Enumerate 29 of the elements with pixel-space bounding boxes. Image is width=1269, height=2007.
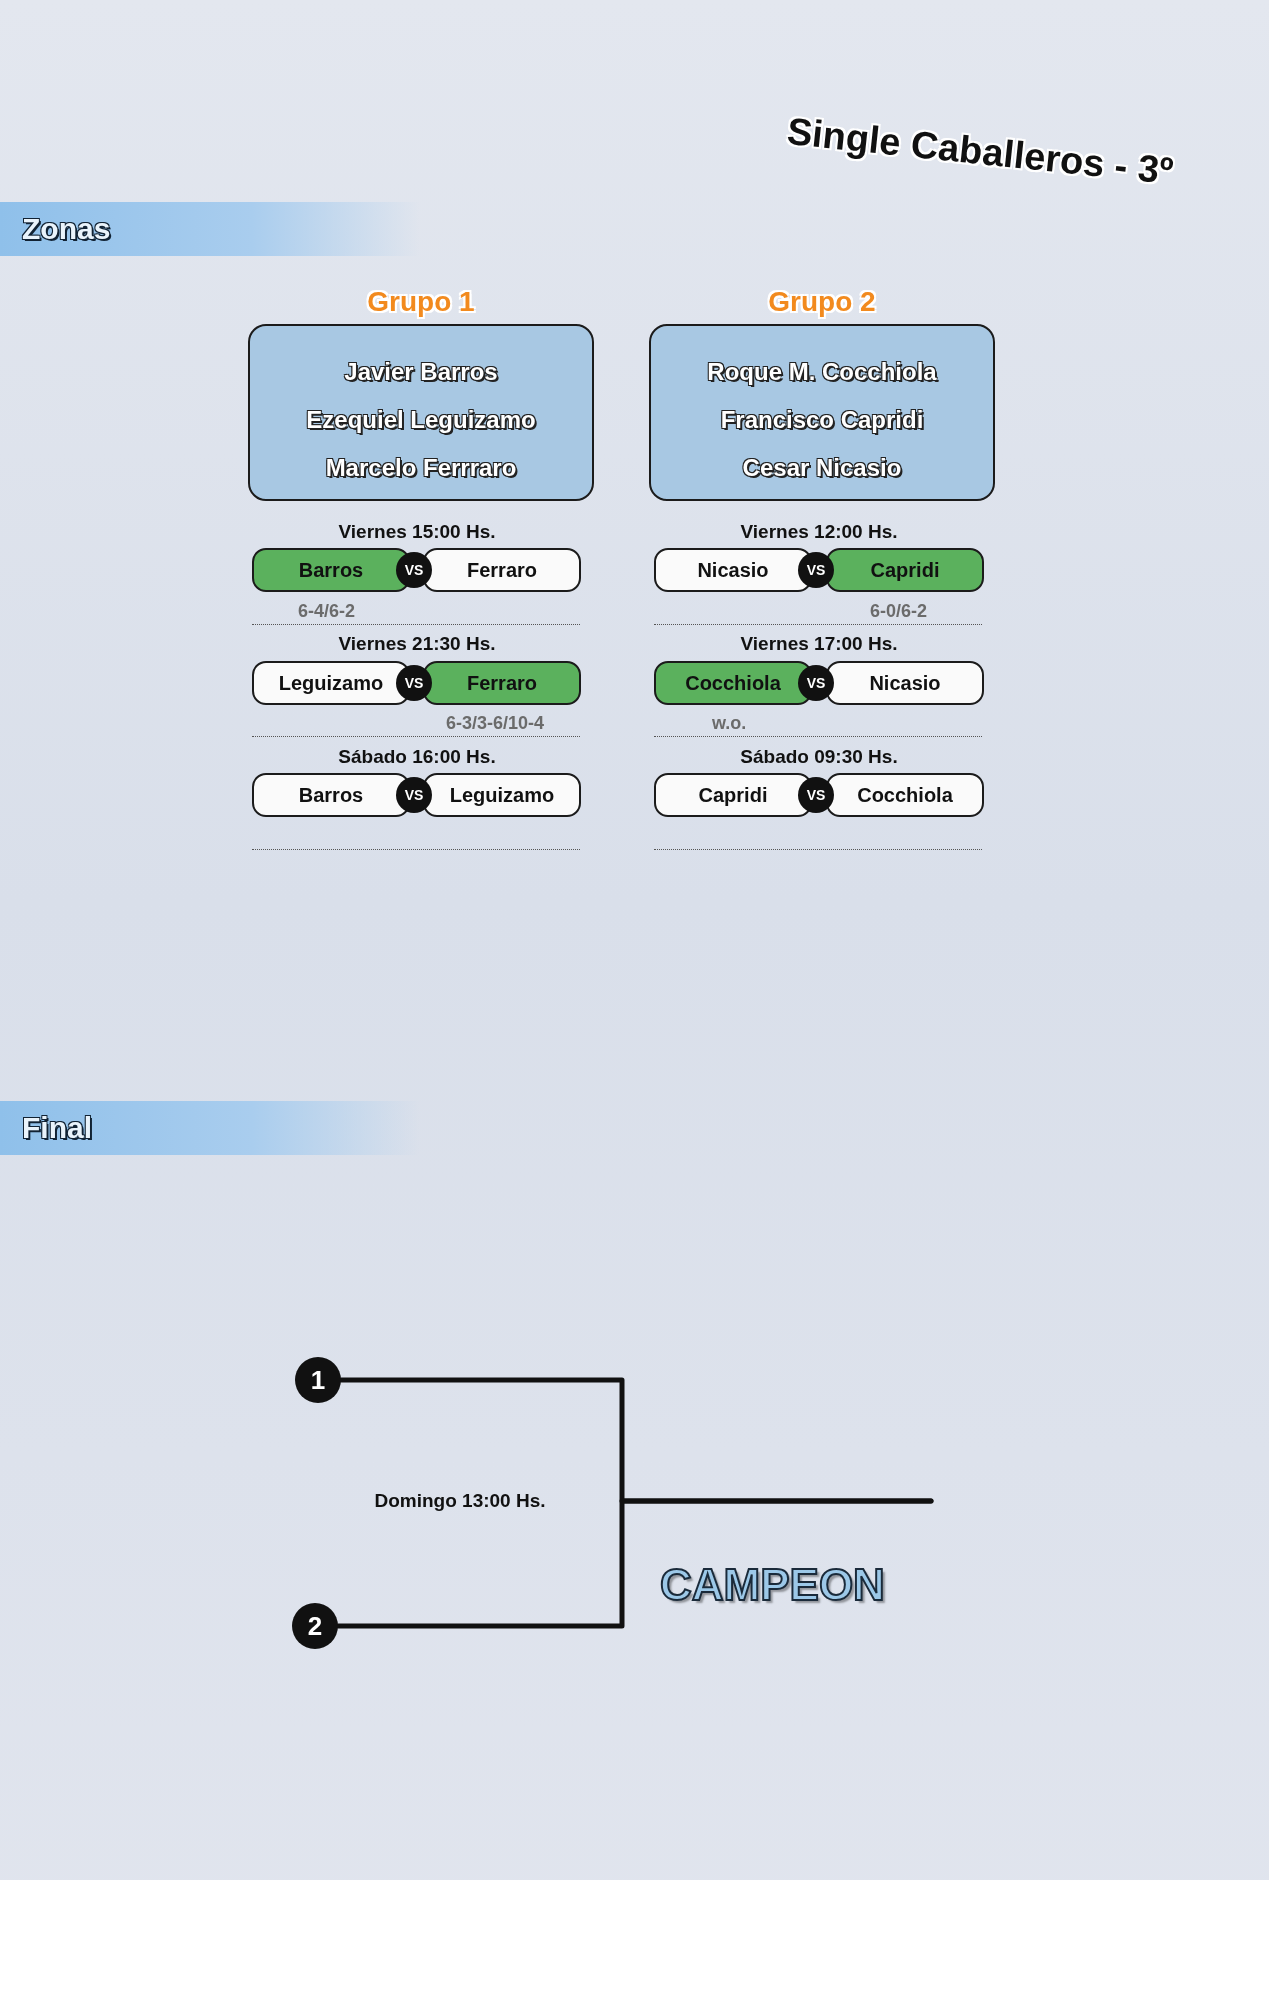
match-time: Viernes 15:00 Hs. bbox=[337, 521, 497, 543]
player-name: Javier Barros bbox=[344, 357, 498, 386]
subtitle-heading: Single Caballeros - 3º bbox=[784, 108, 1176, 195]
seed-number: 1 bbox=[295, 1357, 341, 1403]
player-pill: Capridi bbox=[826, 548, 984, 592]
player-pill: Cocchiola bbox=[826, 773, 984, 817]
player-pill: Nicasio bbox=[826, 661, 984, 705]
player-name: Roque M. Cocchiola bbox=[707, 357, 937, 386]
player-pill: Ferraro bbox=[423, 548, 581, 592]
match-time: Viernes 17:00 Hs. bbox=[739, 633, 899, 655]
match-time: Sábado 09:30 Hs. bbox=[739, 746, 899, 768]
match-score: 6-3/3-6/10-4 bbox=[446, 713, 546, 734]
champion-heading: CAMPEON bbox=[660, 1560, 885, 1610]
seed-number: 2 bbox=[292, 1603, 338, 1649]
player-name: Francisco Capridi bbox=[720, 405, 924, 434]
player-pill: Ferraro bbox=[423, 661, 581, 705]
match-time: Viernes 12:00 Hs. bbox=[739, 521, 899, 543]
match-time: Domingo 13:00 Hs. bbox=[373, 1490, 547, 1512]
match-time: Viernes 21:30 Hs. bbox=[337, 633, 497, 655]
player-name: Cesar Nicasio bbox=[742, 453, 902, 482]
match-score: 6-0/6-2 bbox=[870, 601, 929, 622]
player-name: Ezequiel Leguizamo bbox=[306, 405, 536, 434]
match-score: 6-4/6-2 bbox=[298, 601, 357, 622]
player-name: Marcelo Ferrraro bbox=[325, 453, 517, 482]
group-heading: Grupo 2 bbox=[767, 286, 877, 318]
group-heading: Grupo 1 bbox=[366, 286, 476, 318]
match-time: Sábado 16:00 Hs. bbox=[337, 746, 497, 768]
match-score: w.o. bbox=[712, 713, 748, 734]
player-pill: Leguizamo bbox=[423, 773, 581, 817]
